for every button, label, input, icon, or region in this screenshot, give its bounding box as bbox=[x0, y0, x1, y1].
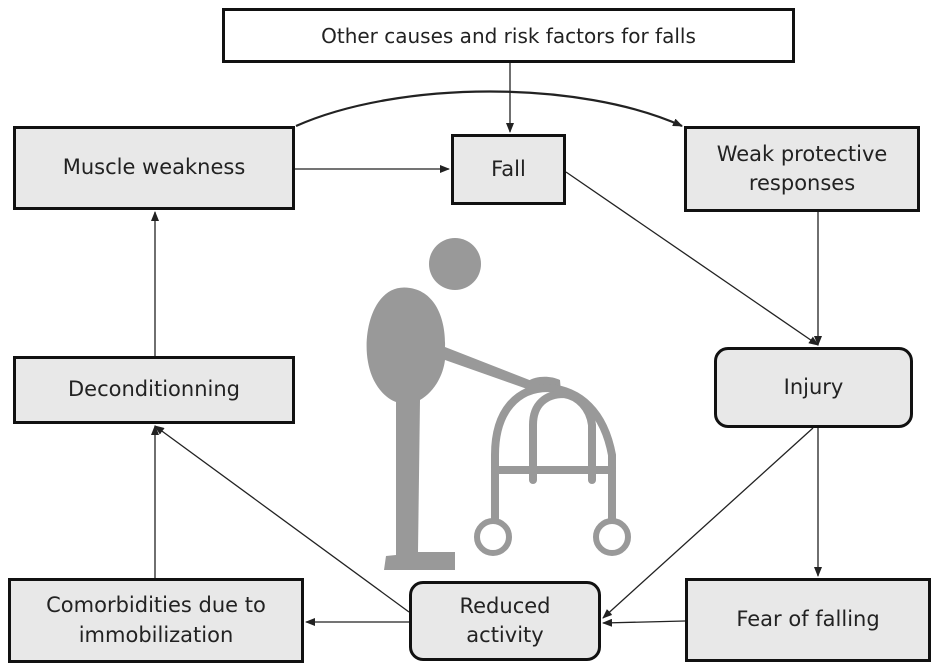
other-causes-label: Other causes and risk factors for falls bbox=[321, 23, 696, 48]
fall-box: Fall bbox=[451, 134, 566, 205]
reduced-activity-box: Reduced activity bbox=[409, 581, 601, 661]
deconditionning-box: Deconditionning bbox=[13, 356, 295, 424]
injury-label: Injury bbox=[783, 374, 844, 399]
comorbidities-box: Comorbidities due to immobilization bbox=[8, 578, 304, 663]
fear-of-falling-box: Fear of falling bbox=[685, 578, 931, 662]
injury-box: Injury bbox=[714, 347, 913, 428]
muscle-weakness-box: Muscle weakness bbox=[13, 126, 295, 210]
arrow-injury-to-reduced bbox=[602, 427, 814, 619]
elderly-person-with-walker-icon bbox=[366, 238, 561, 570]
comorbidities-label: Comorbidities due to immobilization bbox=[46, 593, 266, 647]
fall-label: Fall bbox=[491, 156, 526, 181]
fear-of-falling-label: Fear of falling bbox=[736, 607, 880, 632]
muscle-weakness-label: Muscle weakness bbox=[62, 155, 246, 180]
weak-protective-responses-label: Weak protective responses bbox=[716, 141, 888, 195]
walker-frame bbox=[491, 383, 616, 524]
deconditionning-label: Deconditionning bbox=[68, 377, 240, 402]
other-causes-box: Other causes and risk factors for falls bbox=[222, 8, 795, 63]
arrow-fall-to-injury bbox=[565, 171, 819, 346]
reduced-activity-label: Reduced activity bbox=[459, 593, 551, 647]
walker-wheels bbox=[474, 518, 631, 556]
arrow-fear-to-reduced bbox=[602, 618, 686, 627]
arrow-muscle-to-protective bbox=[295, 90, 683, 128]
arrow-reduced-to-decon bbox=[154, 425, 410, 613]
weak-protective-responses-box: Weak protective responses bbox=[684, 126, 920, 212]
